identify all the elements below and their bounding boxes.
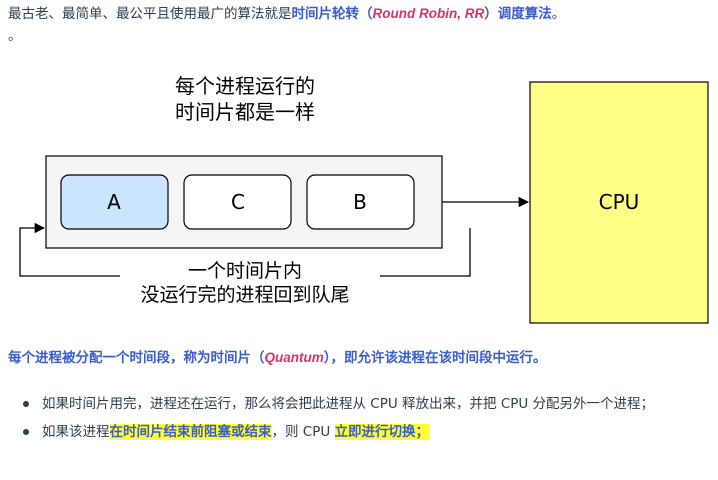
caption-term-en: Quantum <box>264 350 324 365</box>
process-a-label: A <box>107 190 121 214</box>
quantum-caption: 每个进程被分配一个时间段，称为时间片（Quantum），即允许该进程在该时间段中… <box>8 348 547 368</box>
rules-list: 如果时间片用完，进程还在运行，那么将会把此进程从 CPU 释放出来，并把 CPU… <box>8 394 698 450</box>
intro-paragraph: 最古老、最简单、最公平且使用最广的算法就是时间片轮转（Round Robin, … <box>8 4 565 24</box>
stray-period: 。 <box>8 28 22 44</box>
process-b-label: B <box>353 190 367 214</box>
bottom-label-line2: 没运行完的进程回到队尾 <box>140 284 349 306</box>
process-c-label: C <box>231 190 245 214</box>
process-a-box <box>60 174 169 230</box>
bullet-2-highlight-1: 在时间片结束前阻塞或结束 <box>109 424 272 440</box>
bottom-label-line1: 一个时间片内 <box>188 260 302 282</box>
process-b-box <box>306 174 415 230</box>
cpu-label: CPU <box>599 190 640 214</box>
round-robin-diagram: 每个进程运行的 时间片都是一样 A C B CPU 一个时间片内 没运行完的进程… <box>19 74 709 324</box>
intro-term-suffix: ）调度算法 <box>484 6 552 22</box>
intro-term-en: Round Robin, RR <box>372 6 485 21</box>
caption-prefix: 每个进程被分配一个时间段，称为时间片（ <box>8 350 265 366</box>
bullet-2-prefix: 如果该进程 <box>42 424 110 440</box>
intro-term: 时间片轮转（ <box>291 6 373 22</box>
bullet-2-highlight-2: 立即进行切换； <box>334 424 430 440</box>
cpu-box <box>529 81 709 324</box>
return-loop-arrow <box>19 222 471 277</box>
bullet-1-text: 如果时间片用完，进程还在运行，那么将会把此进程从 CPU 释放出来，并把 CPU… <box>42 396 655 412</box>
list-item: 如果该进程在时间片结束前阻塞或结束，则 CPU 立即进行切换； <box>23 422 698 442</box>
process-c-box <box>183 174 292 230</box>
intro-prefix: 最古老、最简单、最公平且使用最广的算法就是 <box>8 6 292 22</box>
list-item: 如果时间片用完，进程还在运行，那么将会把此进程从 CPU 释放出来，并把 CPU… <box>23 394 698 414</box>
top-label-line1: 每个进程运行的 <box>175 74 315 98</box>
top-label-line2: 时间片都是一样 <box>175 100 315 124</box>
bottom-label-backdrop <box>120 255 380 305</box>
intro-end: 。 <box>551 6 566 22</box>
bullet-2-mid: ，则 CPU <box>271 424 335 440</box>
caption-suffix: ），即允许该进程在该时间段中运行。 <box>323 350 547 366</box>
